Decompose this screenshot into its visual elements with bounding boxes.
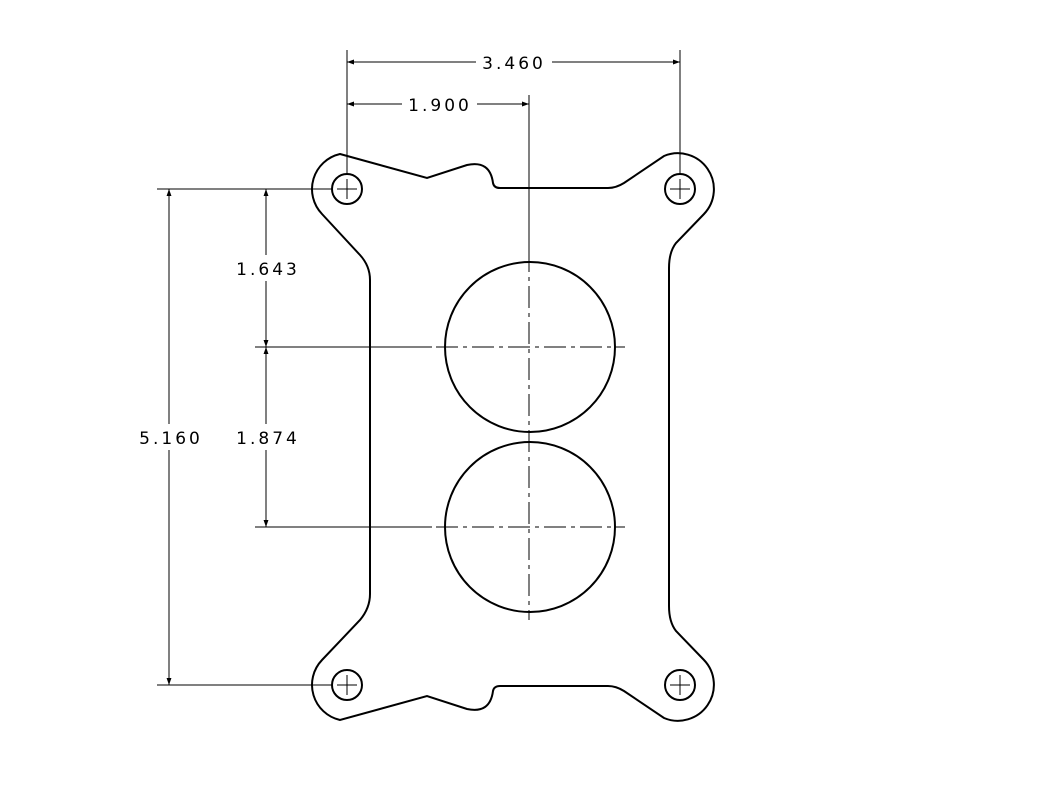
mounting-hole-top-right — [664, 173, 696, 205]
dimension-label: 3.460 — [482, 54, 546, 74]
dimension-label: 5.160 — [139, 429, 203, 449]
gasket-outline — [311, 152, 715, 722]
dimension-label: 1.874 — [236, 429, 300, 449]
mounting-hole-bottom-left — [331, 669, 363, 701]
dimension-width-overall: 3.460 — [347, 54, 680, 74]
mounting-hole-top-left — [331, 173, 363, 205]
mounting-hole-bottom-right — [664, 669, 696, 701]
dimension-label: 1.900 — [408, 96, 472, 116]
dimension-bore-spacing: 1.874 — [234, 347, 300, 527]
dimension-label: 1.643 — [236, 260, 300, 280]
dimension-height-overall: 5.160 — [136, 189, 204, 685]
dimension-width-to-centerline: 1.900 — [347, 96, 529, 116]
dimension-height-to-first-bore: 1.643 — [234, 189, 300, 347]
